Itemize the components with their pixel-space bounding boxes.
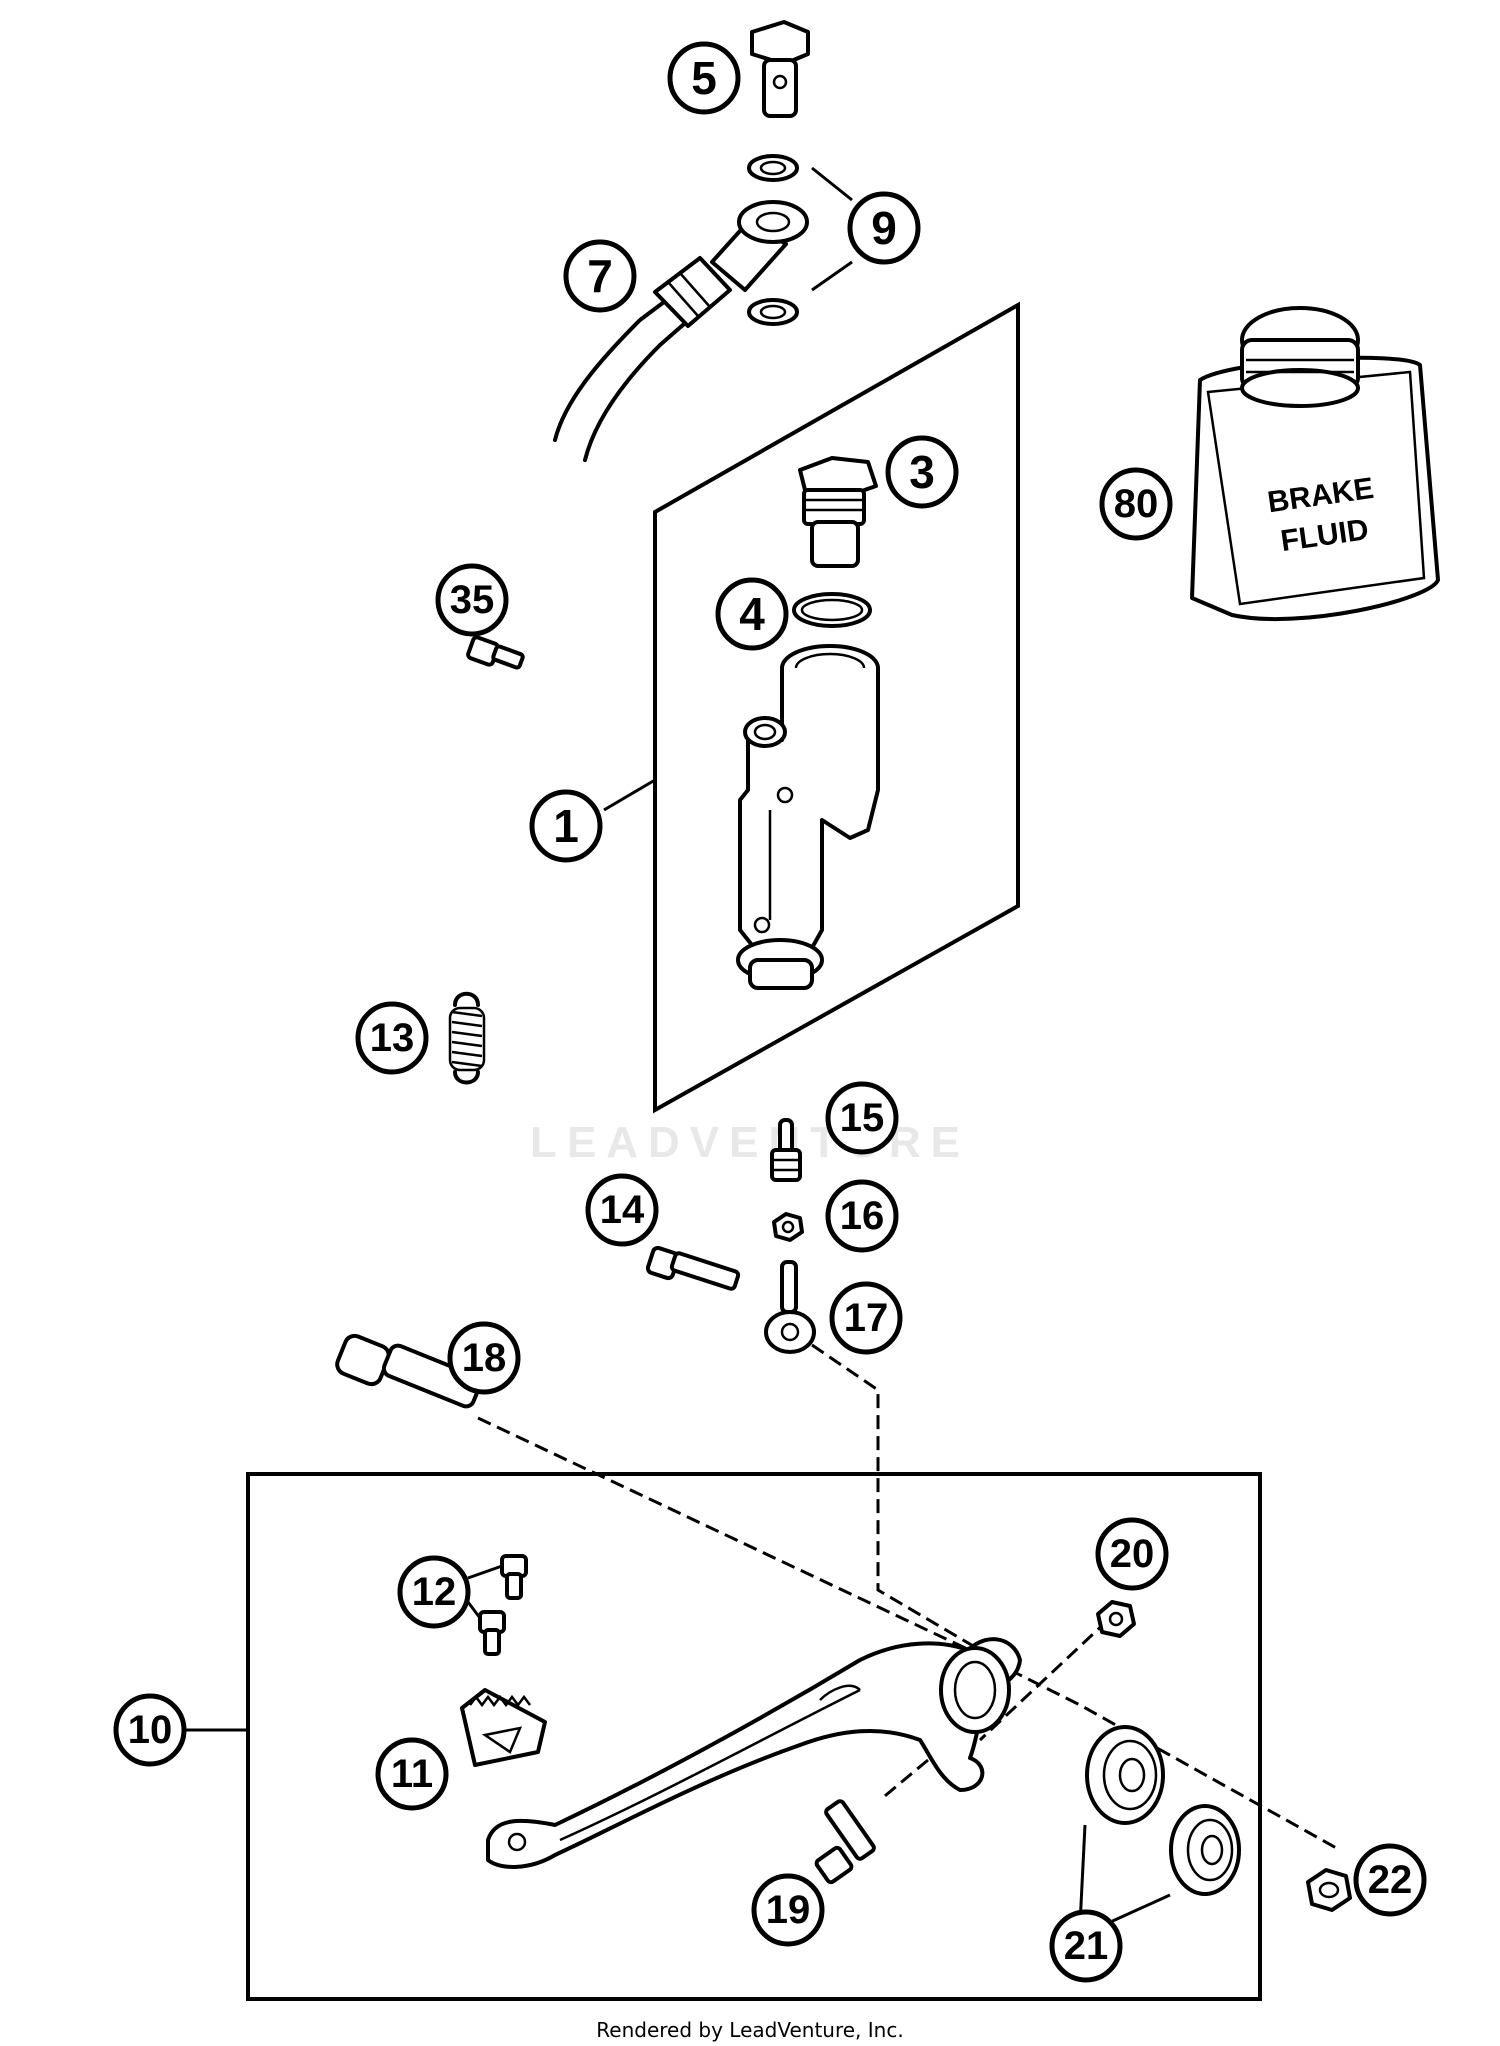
callout-35[interactable]: 35	[435, 563, 509, 637]
brake-fluid-bottle: BRAKE FLUID	[1190, 306, 1440, 622]
callout-11[interactable]: 11	[375, 1737, 449, 1811]
callout-16[interactable]: 16	[825, 1179, 899, 1253]
callout-17[interactable]: 17	[829, 1281, 903, 1355]
master-cylinder-panel	[653, 301, 1020, 1114]
pushrod-bolt	[645, 1245, 741, 1291]
install-line-nut	[978, 1618, 1110, 1742]
callout-17-label: 17	[844, 1296, 889, 1340]
install-line-clevis	[811, 1343, 981, 1652]
callout-14-label: 14	[600, 1188, 645, 1232]
reservoir-cap	[798, 456, 878, 568]
callout-13-label: 13	[370, 1016, 415, 1060]
callout-12-label: 12	[412, 1570, 457, 1614]
callout-9-label: 9	[871, 202, 897, 254]
callout-10-label: 10	[128, 1708, 173, 1752]
banjo-bolt	[750, 20, 810, 118]
pivot-nut	[1096, 1600, 1136, 1638]
callout-18-label: 18	[462, 1336, 507, 1380]
callout-14[interactable]: 14	[585, 1173, 659, 1247]
callout-20-label: 20	[1110, 1532, 1155, 1576]
axle-nut	[1306, 1868, 1352, 1912]
callout-19-label: 19	[766, 1888, 811, 1932]
callout-15[interactable]: 15	[825, 1081, 899, 1155]
callout-9[interactable]: 9	[847, 191, 921, 265]
o-ring	[792, 592, 872, 628]
brake-hose	[553, 200, 809, 462]
callout-20[interactable]: 20	[1095, 1517, 1169, 1591]
callout-12[interactable]: 12	[397, 1555, 471, 1629]
callout-15-label: 15	[840, 1096, 885, 1140]
pivot-bolt	[335, 1333, 483, 1409]
stop-screw	[814, 1799, 876, 1885]
return-spring	[448, 991, 486, 1085]
callout-7-label: 7	[587, 250, 613, 302]
small-screw	[466, 635, 525, 670]
clevis	[764, 1260, 816, 1354]
callout-19[interactable]: 19	[751, 1873, 825, 1947]
brake-pedal	[486, 1637, 1022, 1869]
callout-13[interactable]: 13	[355, 1001, 429, 1075]
callout-1-label: 1	[553, 800, 579, 852]
lock-nut	[772, 1212, 804, 1242]
callout-80-label: 80	[1114, 482, 1159, 526]
install-line-screw	[879, 1758, 929, 1802]
master-cylinder-body	[736, 644, 880, 990]
callout-11-label: 11	[391, 1752, 433, 1796]
bleed-screw	[770, 1118, 802, 1182]
callout-1[interactable]: 1	[529, 789, 603, 863]
bearings	[1085, 1725, 1241, 1896]
pedal-assembly-box	[246, 1472, 1262, 2001]
leader-lines	[186, 166, 1171, 1926]
callout-21-label: 21	[1064, 1924, 1109, 1968]
callout-16-label: 16	[840, 1194, 885, 1238]
footer-credit: Rendered by LeadVenture, Inc.	[596, 2018, 904, 2042]
callout-22-label: 22	[1368, 1858, 1413, 1902]
callout-18[interactable]: 18	[447, 1321, 521, 1395]
copper-washers	[747, 154, 799, 326]
tip-screws	[478, 1554, 528, 1656]
callout-5[interactable]: 5	[667, 41, 741, 115]
callout-80[interactable]: 80	[1099, 467, 1173, 541]
pedal-tip	[460, 1688, 547, 1767]
callout-21[interactable]: 21	[1049, 1909, 1123, 1983]
callout-5-label: 5	[691, 52, 717, 104]
install-line-pivot	[477, 1416, 1341, 1852]
callout-22[interactable]: 22	[1353, 1843, 1427, 1917]
callout-4-label: 4	[739, 588, 765, 640]
callout-7[interactable]: 7	[563, 239, 637, 313]
callout-3[interactable]: 3	[885, 435, 959, 509]
callout-4[interactable]: 4	[715, 577, 789, 651]
callout-35-label: 35	[450, 578, 495, 622]
callout-10[interactable]: 10	[113, 1693, 187, 1767]
callout-3-label: 3	[909, 446, 935, 498]
